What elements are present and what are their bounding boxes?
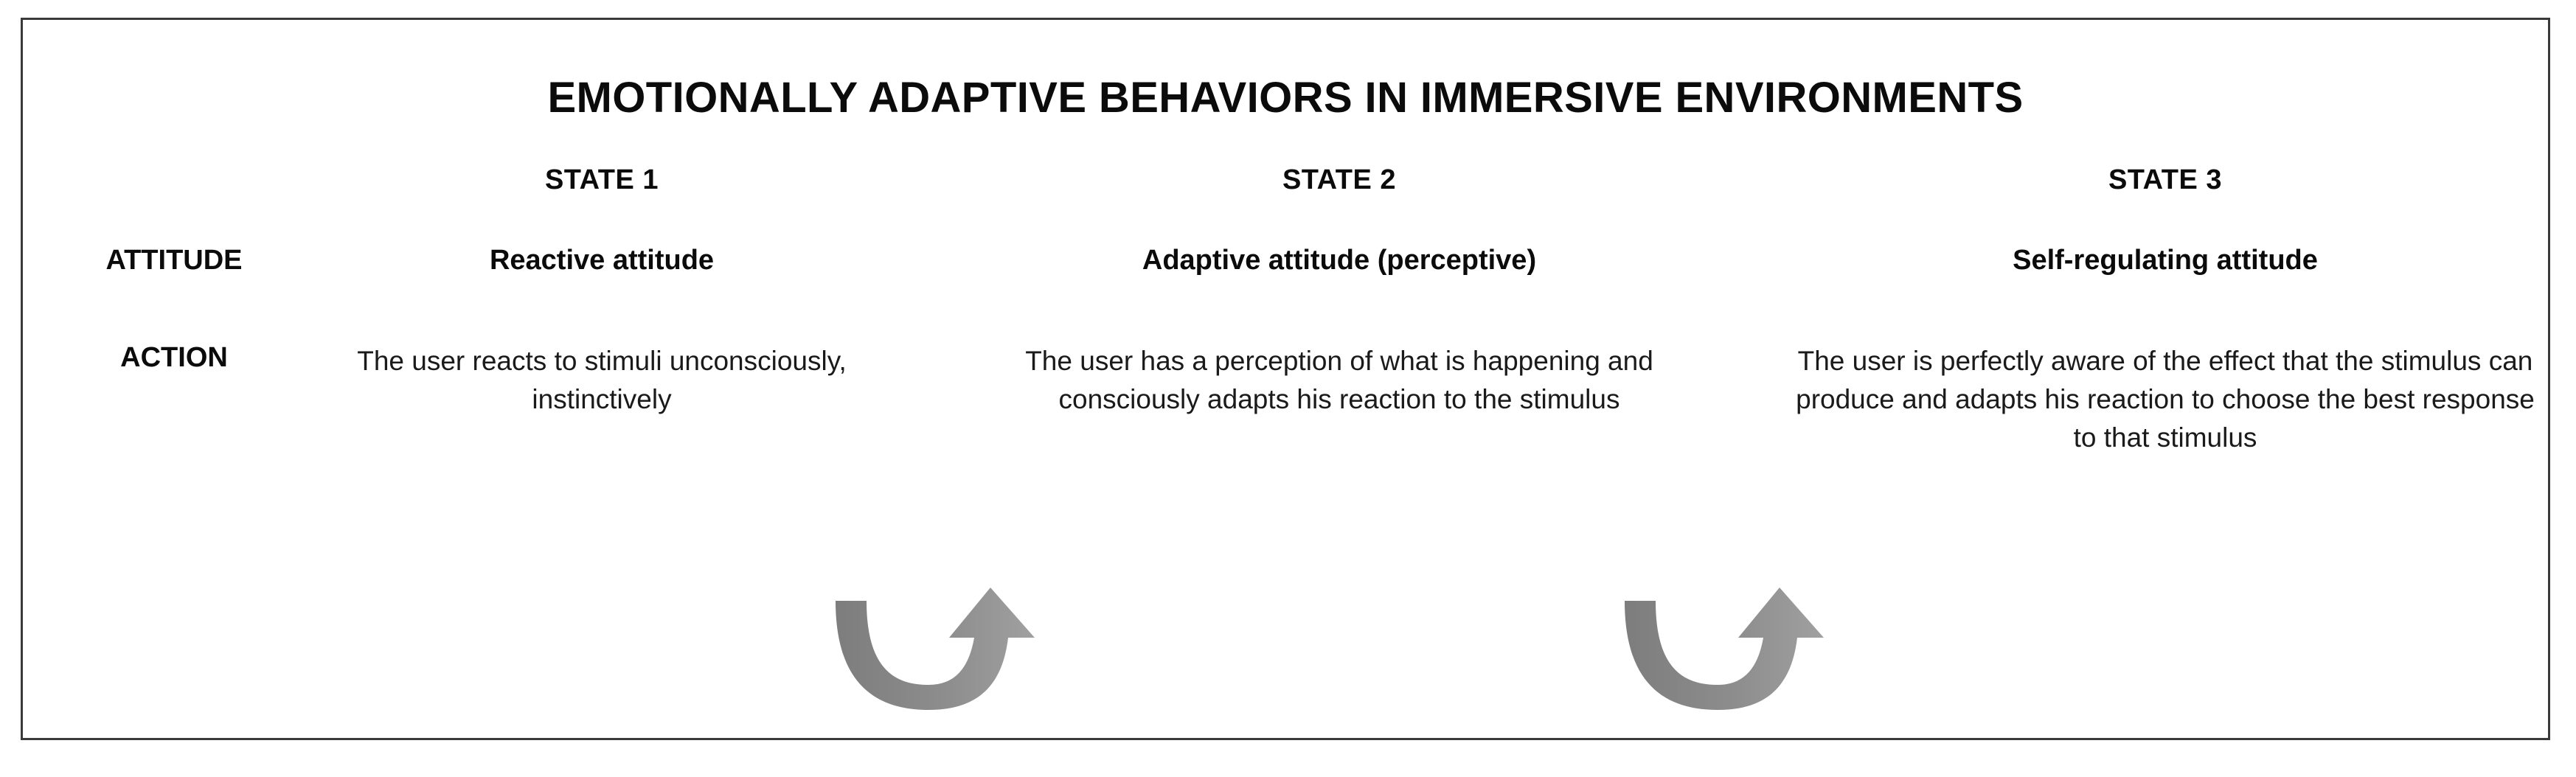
diagram-frame: EMOTIONALLY ADAPTIVE BEHAVIORS IN IMMERS… — [21, 18, 2550, 740]
row-label-action: ACTION — [120, 342, 228, 373]
state-1-to-2-arrow — [805, 580, 1055, 720]
state-header-3: STATE 3 — [2108, 164, 2223, 195]
state-header-2: STATE 2 — [1282, 164, 1397, 195]
state-2-to-3-arrow — [1594, 580, 1844, 720]
state-header-1: STATE 1 — [544, 164, 659, 195]
action-cell-state-2: The user has a perception of what is hap… — [1025, 346, 1653, 414]
attitude-cell-state-2: Adaptive attitude (perceptive) — [1142, 245, 1537, 276]
row-label-attitude: ATTITUDE — [105, 245, 243, 276]
attitude-cell-state-3: Self-regulating attitude — [2013, 245, 2318, 276]
page-title: EMOTIONALLY ADAPTIVE BEHAVIORS IN IMMERS… — [547, 74, 2024, 122]
action-cell-state-3: The user is perfectly aware of the effec… — [1796, 346, 2535, 453]
attitude-cell-state-1: Reactive attitude — [489, 245, 715, 276]
action-cell-state-1: The user reacts to stimuli unconsciously… — [357, 346, 847, 414]
